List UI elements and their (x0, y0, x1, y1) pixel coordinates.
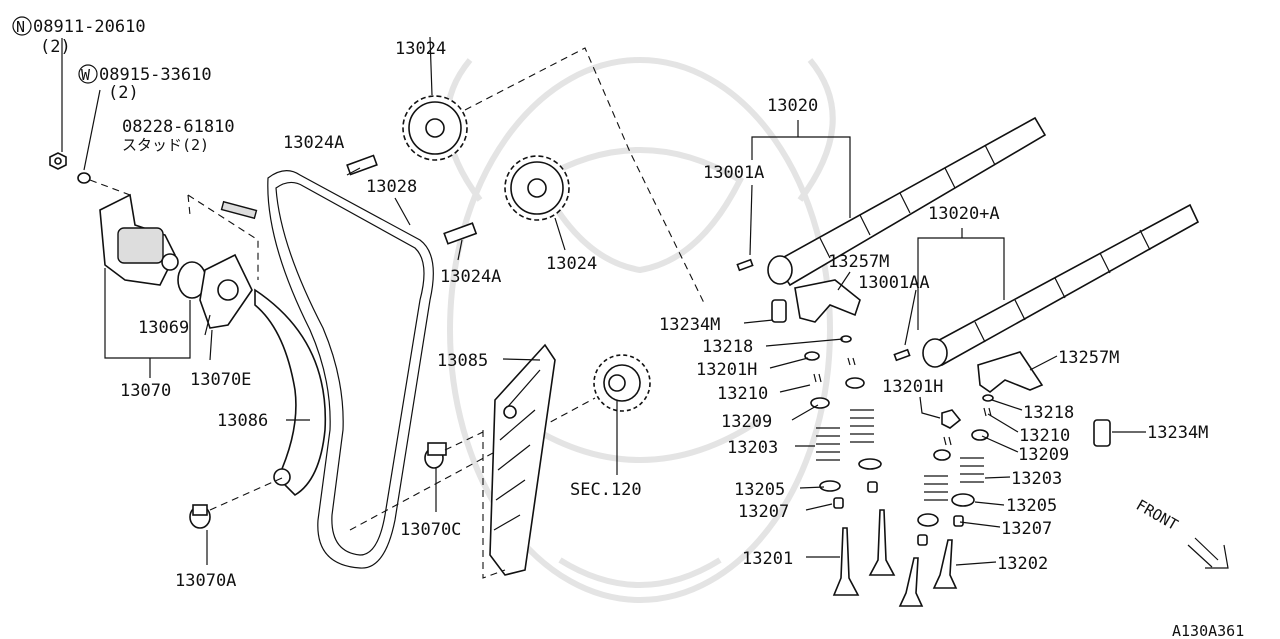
callout-08228-sub: スタッド(2) (122, 136, 209, 154)
rocker-arm-13257m-2[interactable] (977, 351, 1044, 393)
callout-13070a[interactable]: 13070A (175, 571, 236, 591)
tensioner-gasket-13070e[interactable] (199, 253, 253, 329)
w-circle-icon: W (78, 64, 98, 84)
callout-13020a[interactable]: 13020+A (928, 204, 1000, 224)
callout-13201h-1[interactable]: 13201H (696, 360, 757, 380)
callout-13020[interactable]: 13020 (767, 96, 818, 116)
callout-13210-1[interactable]: 13210 (717, 384, 768, 404)
sprocket-bolt-13024a-2[interactable] (443, 222, 478, 245)
callout-13024a-2[interactable]: 13024A (440, 267, 501, 287)
callout-13257m-1[interactable]: 13257M (828, 252, 889, 272)
callout-13207-2[interactable]: 13207 (1001, 519, 1052, 539)
timing-chain-13028[interactable] (267, 170, 434, 569)
callout-13210-2[interactable]: 13210 (1019, 426, 1070, 446)
callout-13201h-2[interactable]: 13201H (882, 377, 943, 397)
callout-13070[interactable]: 13070 (120, 381, 171, 401)
callout-13024a-1[interactable]: 13024A (283, 133, 344, 153)
callout-08911[interactable]: 08911-20610 (33, 17, 146, 37)
callout-13218-1[interactable]: 13218 (702, 337, 753, 357)
callout-08911-qty: (2) (40, 37, 71, 57)
chain-tensioner-13070[interactable] (99, 193, 207, 299)
camshaft-13020[interactable] (767, 116, 1047, 287)
leader-lines (61, 36, 1146, 566)
cam-sprocket-13024-lower[interactable] (504, 155, 570, 221)
callout-13205-2[interactable]: 13205 (1006, 496, 1057, 516)
callout-sec120[interactable]: SEC.120 (570, 480, 642, 500)
stud-08228[interactable] (220, 200, 258, 220)
n-circle-icon: N (12, 16, 32, 36)
washer-08915[interactable] (77, 172, 91, 184)
valve-parts-right[interactable] (898, 394, 994, 607)
callout-13202[interactable]: 13202 (997, 554, 1048, 574)
callout-13201[interactable]: 13201 (742, 549, 793, 569)
callout-13203-2[interactable]: 13203 (1011, 469, 1062, 489)
callout-13024-top[interactable]: 13024 (395, 39, 446, 59)
dowel-pin-13001a[interactable] (736, 258, 754, 272)
callout-13218-2[interactable]: 13218 (1023, 403, 1074, 423)
svg-text:N: N (16, 18, 25, 36)
camshaft-13020a[interactable] (922, 203, 1200, 368)
callout-13085[interactable]: 13085 (437, 351, 488, 371)
cam-sprocket-13024-upper[interactable] (402, 95, 468, 161)
callout-13028[interactable]: 13028 (366, 177, 417, 197)
callout-13205-1[interactable]: 13205 (734, 480, 785, 500)
callout-13257m-2[interactable]: 13257M (1058, 348, 1119, 368)
figure-id: A130A361 (1172, 622, 1244, 639)
callout-13209-1[interactable]: 13209 (721, 412, 772, 432)
callout-13203-1[interactable]: 13203 (727, 438, 778, 458)
valve-parts-left[interactable] (804, 335, 896, 596)
callout-13024-2[interactable]: 13024 (546, 254, 597, 274)
nut-08911[interactable] (49, 152, 67, 170)
sprocket-bolt-13024a-1[interactable] (346, 154, 378, 176)
slack-guide-13086[interactable] (254, 288, 327, 497)
callout-13234m-2[interactable]: 13234M (1147, 423, 1208, 443)
guide-bolt-13070a[interactable] (189, 504, 211, 529)
guide-bolt-13070c[interactable] (424, 442, 447, 469)
callout-13001a[interactable]: 13001A (703, 163, 764, 183)
dowel-pin-13001aa[interactable] (893, 348, 911, 362)
crank-sprocket-sec120[interactable] (593, 354, 651, 412)
callout-13207-1[interactable]: 13207 (738, 502, 789, 522)
callout-08915-qty: (2) (108, 83, 139, 103)
front-arrow-icon (1187, 537, 1229, 569)
callout-08228[interactable]: 08228-61810 (122, 117, 235, 137)
lash-adjuster-13234m-1[interactable] (771, 299, 787, 323)
callout-13001aa[interactable]: 13001AA (858, 273, 930, 293)
watermark-emblem (444, 57, 836, 603)
callout-13234m-1[interactable]: 13234M (659, 315, 720, 335)
callout-13069[interactable]: 13069 (138, 318, 189, 338)
callout-13070e[interactable]: 13070E (190, 370, 251, 390)
callout-13209-2[interactable]: 13209 (1018, 445, 1069, 465)
front-label: FRONT (1133, 496, 1181, 534)
lash-adjuster-13234m-2[interactable] (1093, 419, 1111, 447)
callout-08915[interactable]: 08915-33610 (99, 65, 212, 85)
callout-13086[interactable]: 13086 (217, 411, 268, 431)
callout-13070c[interactable]: 13070C (400, 520, 461, 540)
svg-text:W: W (81, 66, 91, 84)
rocker-arm-13257m-1[interactable] (794, 279, 861, 323)
tension-guide-13085[interactable] (489, 343, 556, 576)
